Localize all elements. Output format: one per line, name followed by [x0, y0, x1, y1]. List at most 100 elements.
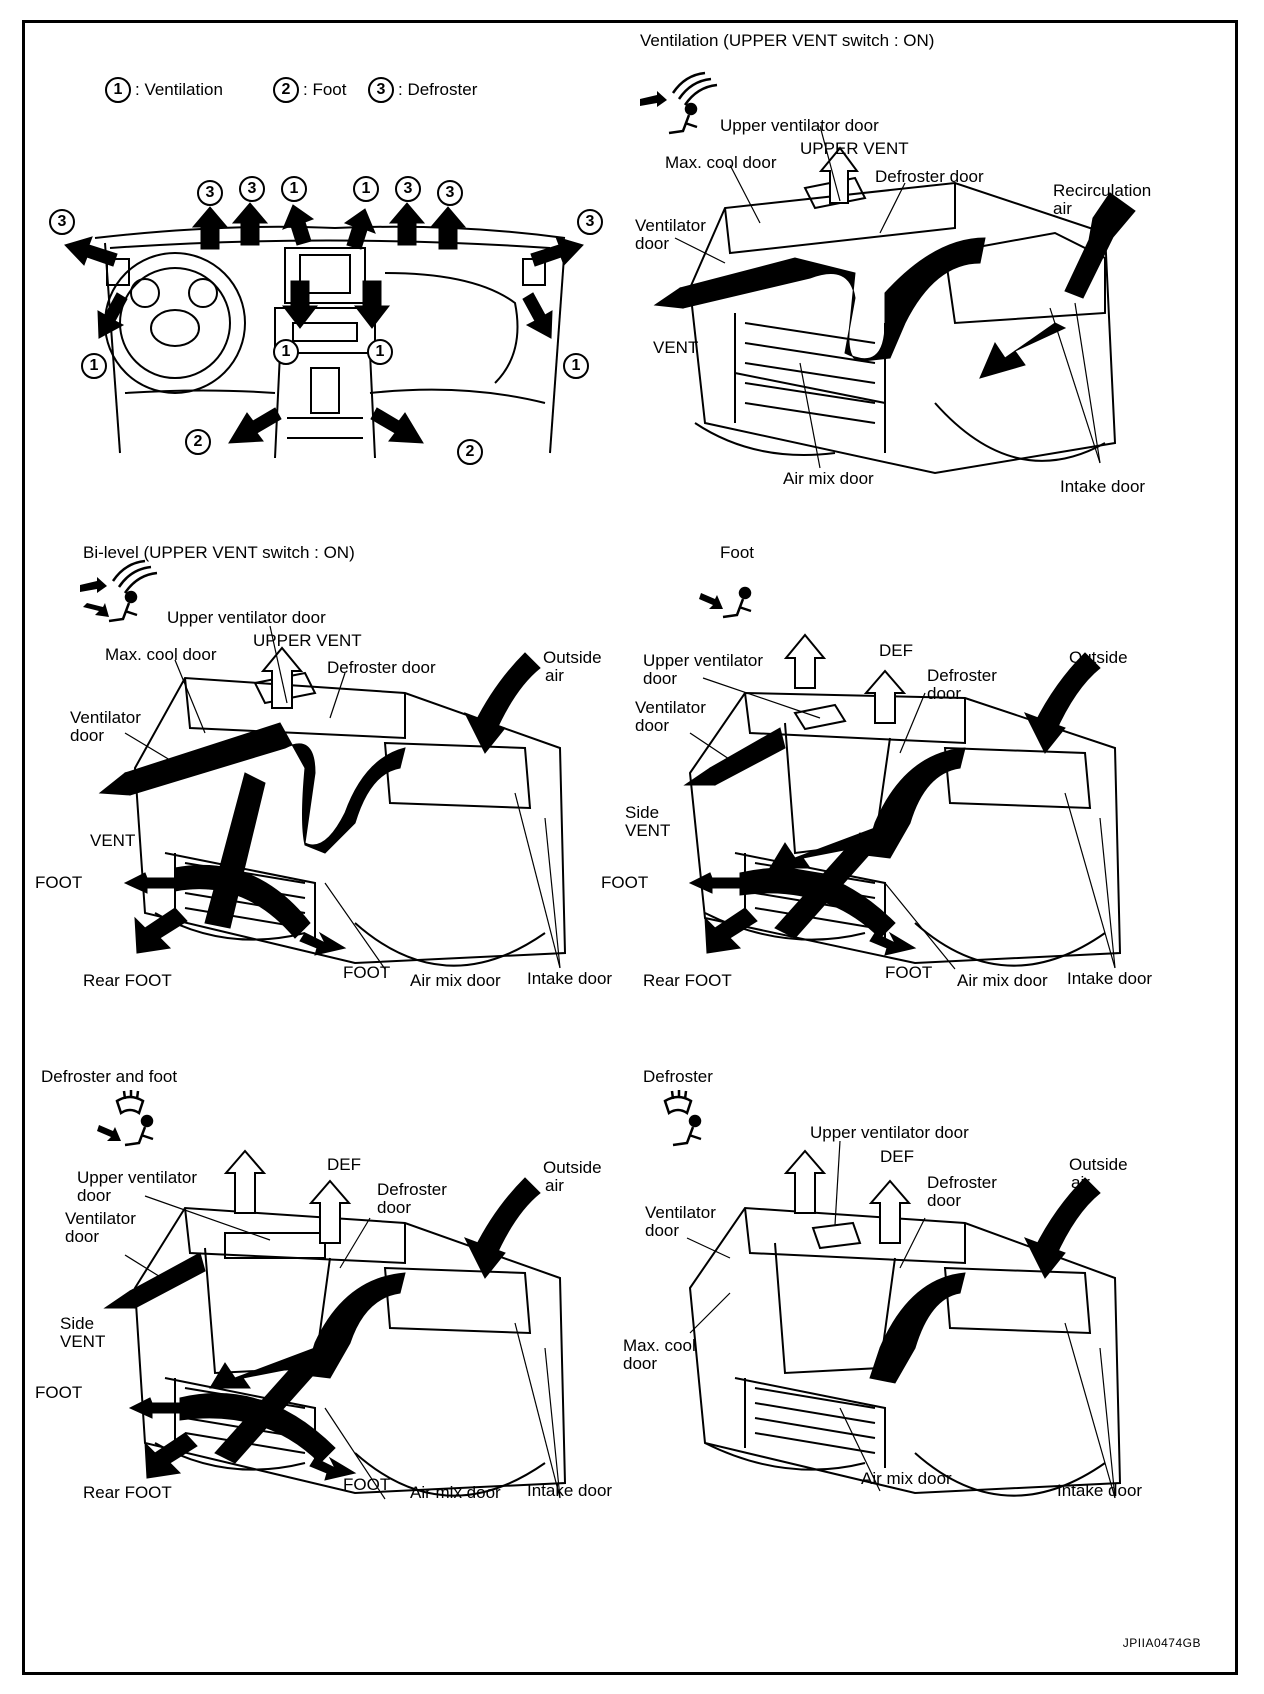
label-outside-air: air [545, 1176, 564, 1195]
label-intake-door: Intake door [1067, 969, 1153, 988]
label-ventilator-door: Ventilator [70, 708, 141, 727]
label-ventilator-door: Ventilator [65, 1209, 136, 1228]
label-ventilator-door: Ventilator [635, 216, 706, 235]
label-upper-ventilator-door: door [77, 1186, 112, 1205]
legend-num-3: 3 [368, 77, 394, 103]
panel-title: Defroster and foot [41, 1067, 178, 1086]
label-air-mix-door: Air mix door [410, 971, 501, 990]
marker-ventilation: 1 [353, 176, 379, 202]
label-ventilator-door: door [65, 1227, 100, 1246]
panel-title: Bi-level (UPPER VENT switch : ON) [83, 543, 355, 562]
label-ventilator-door: door [70, 726, 105, 745]
marker-defroster: 3 [437, 180, 463, 206]
foot-mode-icon [699, 586, 752, 619]
ventilation-mode-icon [640, 71, 718, 135]
label-ventilator-door: door [645, 1221, 680, 1240]
label-foot: FOOT [343, 963, 391, 982]
label-ventilator-door: Ventilator [645, 1203, 716, 1222]
label-defroster-door: door [927, 684, 962, 703]
legend-label-ventilation: : Ventilation [135, 80, 223, 99]
label-rear-foot: Rear FOOT [643, 971, 732, 990]
label-air-mix-door: Air mix door [861, 1469, 952, 1488]
label-defroster-door: door [377, 1198, 412, 1217]
label-outside-air: air [545, 666, 564, 685]
label-upper-ventilator-door: Upper ventilator door [810, 1123, 969, 1142]
figure-frame: 1 : Ventilation 2 : Foot 3 : Defroster [22, 20, 1238, 1675]
marker-ventilation: 1 [281, 176, 307, 202]
label-foot: FOOT [343, 1475, 391, 1494]
label-rear-foot: Rear FOOT [83, 1483, 172, 1502]
label-upper-vent: UPPER VENT [800, 139, 909, 158]
label-defroster-door: Defroster door [875, 167, 984, 186]
legend-num-2: 2 [273, 77, 299, 103]
label-ventilator-door: door [635, 716, 670, 735]
label-outside-air: Outside [1069, 648, 1128, 667]
panel-defroster: Defroster [623, 1043, 1235, 1603]
label-side-vent: VENT [625, 821, 671, 840]
label-recirculation-air: air [1053, 199, 1072, 218]
label-intake-door: Intake door [1057, 1481, 1143, 1500]
marker-defroster: 3 [239, 176, 265, 202]
label-outside-air: Outside [543, 1158, 602, 1177]
marker-foot: 2 [457, 439, 483, 465]
marker-ventilation: 1 [563, 353, 589, 379]
label-outside-air: Outside [543, 648, 602, 667]
label-upper-ventilator-door: Upper ventilator [77, 1168, 198, 1187]
legend-num-1: 1 [105, 77, 131, 103]
heater-unit-drawing [98, 625, 567, 970]
label-max-cool-door: Max. cool door [105, 645, 217, 664]
label-foot: FOOT [35, 1383, 83, 1402]
panel-defroster-foot: Defroster and foot [25, 1043, 625, 1603]
label-ventilator-door: Ventilator [635, 698, 706, 717]
label-side-vent: VENT [60, 1332, 106, 1351]
label-upper-ventilator-door: door [643, 669, 678, 688]
label-upper-ventilator-door: Upper ventilator door [720, 116, 879, 135]
label-defroster-door: Defroster door [327, 658, 436, 677]
label-intake-door: Intake door [527, 969, 613, 988]
label-defroster-door: door [927, 1191, 962, 1210]
label-intake-door: Intake door [1060, 477, 1146, 496]
figure-code: JPIIA0474GB [1122, 1636, 1201, 1650]
label-recirculation-air: Recirculation [1053, 181, 1152, 200]
label-upper-ventilator-door: Upper ventilator [643, 651, 764, 670]
label-air-mix-door: Air mix door [410, 1483, 501, 1502]
marker-defroster: 3 [49, 209, 75, 235]
label-def: DEF [879, 641, 913, 660]
label-ventilator-door: door [635, 234, 670, 253]
bilevel-mode-icon [80, 559, 158, 623]
label-max-cool-door: Max. cool [623, 1336, 696, 1355]
label-def: DEF [327, 1155, 361, 1174]
label-upper-ventilator-door: Upper ventilator door [167, 608, 326, 627]
label-outside-air: air [1071, 1173, 1090, 1192]
label-defroster-door: Defroster [927, 666, 997, 685]
label-air-mix-door: Air mix door [783, 469, 874, 488]
marker-foot: 2 [185, 429, 211, 455]
label-max-cool-door: door [623, 1354, 658, 1373]
label-def: DEF [880, 1147, 914, 1166]
label-defroster-door: Defroster [377, 1180, 447, 1199]
marker-ventilation: 1 [273, 339, 299, 365]
label-vent: VENT [653, 338, 699, 357]
panel-title: Defroster [643, 1067, 713, 1086]
defroster-foot-mode-icon [97, 1090, 154, 1147]
label-outside-air: Outside [1069, 1155, 1128, 1174]
heater-unit-drawing [686, 1140, 1122, 1499]
legend-label-defroster: : Defroster [398, 80, 478, 99]
label-foot: FOOT [35, 873, 83, 892]
defroster-mode-icon [663, 1090, 702, 1147]
panel-title: Ventilation (UPPER VENT switch : ON) [640, 31, 935, 50]
panel-ventilation: Ventilation (UPPER VENT switch : ON) [635, 23, 1235, 523]
marker-ventilation: 1 [367, 339, 393, 365]
panel-title: Foot [720, 543, 755, 562]
heater-unit-drawing [653, 125, 1136, 475]
label-upper-vent: UPPER VENT [253, 631, 362, 650]
label-foot: FOOT [601, 873, 649, 892]
dashboard-panel: 1 : Ventilation 2 : Foot 3 : Defroster [25, 23, 625, 523]
label-vent: VENT [90, 831, 136, 850]
label-air-mix-door: Air mix door [957, 971, 1048, 990]
label-side-vent: Side [60, 1314, 95, 1333]
panel-foot: Foot [601, 523, 1235, 1043]
label-max-cool-door: Max. cool door [665, 153, 777, 172]
marker-defroster: 3 [577, 209, 603, 235]
dashboard-illustration [64, 202, 584, 459]
